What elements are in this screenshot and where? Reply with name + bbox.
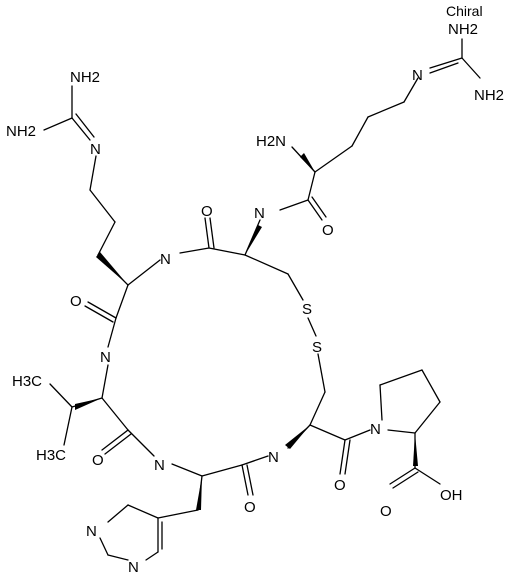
atom-n-ring-top: N [160, 251, 171, 268]
atom-o-arg-carbonyl: O [70, 293, 82, 310]
atom-s2: S [312, 339, 322, 356]
atom-o-cys-carbonyl: O [201, 203, 213, 220]
atom-o-his-carbonyl: O [244, 499, 256, 516]
atom-nh2-left-a: NH2 [70, 69, 100, 86]
atom-o-val-carbonyl: O [92, 452, 104, 469]
wedge-bonds [75, 153, 418, 510]
bond-lines [43, 38, 481, 561]
atom-n-amide-top: N [254, 205, 265, 222]
atom-nh2-left-b: NH2 [6, 123, 36, 140]
atom-s1: S [302, 301, 312, 318]
atom-nh2-top-b: NH2 [474, 87, 504, 104]
atom-labels: Chiral NH2 NH2 N NH2 NH2 N H2N N O O N S… [6, 3, 504, 576]
atom-n-imidazole: N [86, 523, 97, 540]
atom-n-ring-right: N [268, 449, 279, 466]
atom-h3c-bottom: H3C [36, 447, 66, 464]
atom-n-guanidine-top: N [412, 67, 423, 84]
chiral-flag: Chiral [446, 3, 483, 19]
atom-nh-imidazole: N [128, 559, 139, 576]
atom-n-ring-bottom: N [154, 457, 165, 474]
atom-h2n-alpha: H2N [256, 133, 286, 150]
atom-oh-acid: OH [440, 487, 463, 504]
atom-n-guanidine-left: N [90, 141, 101, 158]
atom-n-ring-left: N [100, 349, 111, 366]
atom-h3c-top: H3C [12, 373, 42, 390]
atom-nh2-top-a: NH2 [448, 21, 478, 38]
atom-o-amide-top: O [322, 222, 334, 239]
atom-o-acid: O [380, 503, 392, 520]
atom-n-proline: N [370, 421, 381, 438]
atom-o-pro-carbonyl: O [334, 477, 346, 494]
